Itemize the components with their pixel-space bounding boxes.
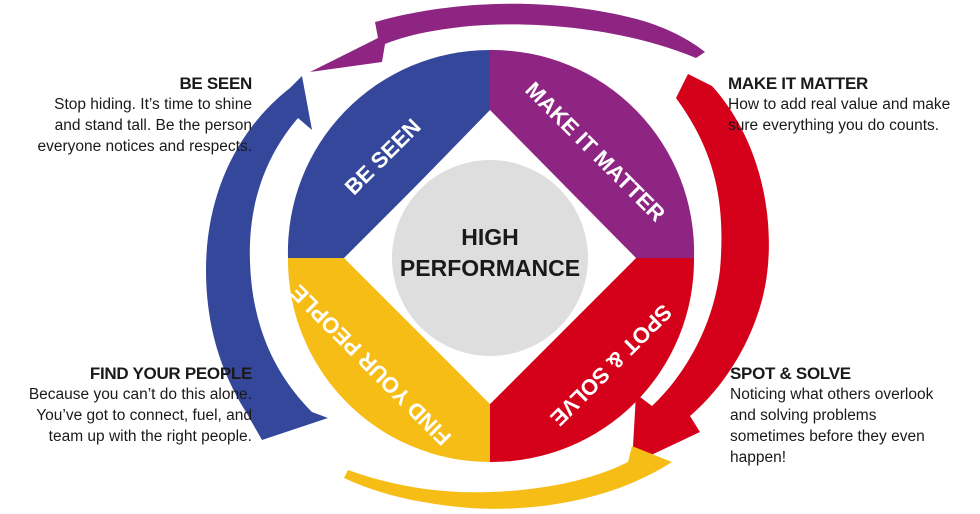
center-circle <box>392 160 588 356</box>
spot-solve-line-3: sometimes before they even <box>730 428 925 445</box>
make-it-matter-line-2: sure everything you do counts. <box>728 117 940 134</box>
spot-solve-description: SPOT & SOLVE Noticing what others overlo… <box>730 364 976 468</box>
find-your-people-description: FIND YOUR PEOPLE Because you can’t do th… <box>8 364 252 447</box>
spot-solve-line-1: Noticing what others overlook <box>730 386 934 403</box>
spot-solve-title: SPOT & SOLVE <box>730 364 851 383</box>
center-title-line1: HIGH <box>461 224 519 250</box>
find-your-people-line-1: Because you can’t do this alone. <box>28 386 252 403</box>
quadrant-make-it-matter <box>490 49 695 258</box>
spot-solve-line-2: and solving problems <box>730 407 877 424</box>
quadrant-be-seen <box>287 49 490 258</box>
arrow-red <box>632 74 769 464</box>
be-seen-line-3: everyone notices and respects. <box>37 138 252 155</box>
spot-solve-line-4: happen! <box>730 449 787 466</box>
be-seen-line-1: Stop hiding. It’s time to shine <box>54 96 252 113</box>
quadrant-find-your-people <box>287 258 490 462</box>
be-seen-line-2: and stand tall. Be the person <box>54 117 252 134</box>
find-your-people-title: FIND YOUR PEOPLE <box>89 364 252 383</box>
quadrant-ring <box>287 49 695 463</box>
center-title-line2: PERFORMANCE <box>400 255 580 281</box>
arrow-blue <box>206 76 328 440</box>
arrow-yellow <box>344 446 672 509</box>
make-it-matter-description: MAKE IT MATTER How to add real value and… <box>728 74 978 136</box>
be-seen-description: BE SEEN Stop hiding. It’s time to shine … <box>8 74 252 157</box>
arrow-purple <box>310 3 705 72</box>
find-your-people-line-2: You’ve got to connect, fuel, and <box>36 407 252 424</box>
quadrant-spot-solve <box>490 258 695 463</box>
make-it-matter-line-1: How to add real value and make <box>728 96 951 113</box>
find-your-people-line-3: team up with the right people. <box>48 428 252 445</box>
make-it-matter-title: MAKE IT MATTER <box>728 74 868 93</box>
be-seen-title: BE SEEN <box>179 74 252 93</box>
